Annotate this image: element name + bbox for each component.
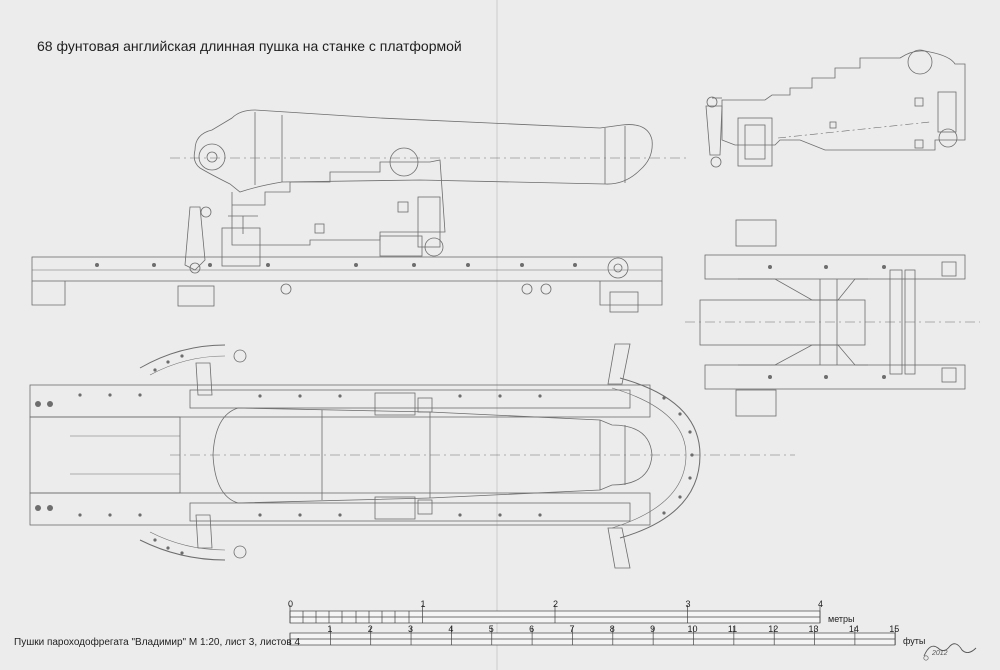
signature-year: 2012	[932, 650, 948, 657]
feet-tick-label: 15	[889, 624, 899, 634]
feet-tick-label: 12	[768, 624, 778, 634]
meters-unit-label: метры	[828, 614, 855, 624]
feet-tick-label: 7	[569, 624, 574, 634]
scale-bar	[289, 605, 896, 646]
meter-tick-label: 1	[421, 599, 426, 609]
feet-tick-label: 3	[408, 624, 413, 634]
feet-tick-label: 5	[489, 624, 494, 634]
feet-tick-label: 14	[849, 624, 859, 634]
feet-unit-label: футы	[903, 636, 925, 646]
footer-caption: Пушки пароходофрегата "Владимир" М 1:20,…	[14, 637, 301, 648]
meter-tick-label: 0	[288, 599, 293, 609]
feet-tick-label: 13	[809, 624, 819, 634]
drawing-title: 68 фунтовая английская длинная пушка на …	[37, 38, 462, 54]
meter-tick-label: 3	[686, 599, 691, 609]
meter-tick-label: 2	[553, 599, 558, 609]
rear-view-carriage	[705, 49, 966, 168]
plan-view-carriage	[685, 219, 980, 417]
feet-tick-label: 8	[610, 624, 615, 634]
feet-tick-label: 9	[650, 624, 655, 634]
side-view-cannon	[31, 109, 690, 313]
feet-tick-label: 1	[327, 624, 332, 634]
author-signature	[923, 643, 977, 661]
feet-tick-label: 4	[448, 624, 453, 634]
feet-tick-label: 6	[529, 624, 534, 634]
meter-tick-label: 4	[818, 599, 823, 609]
feet-tick-label: 11	[728, 624, 737, 634]
page-fold	[496, 0, 498, 670]
feet-tick-label: 2	[368, 624, 373, 634]
plan-view-platform	[29, 343, 795, 569]
feet-tick-label: 10	[688, 624, 698, 634]
